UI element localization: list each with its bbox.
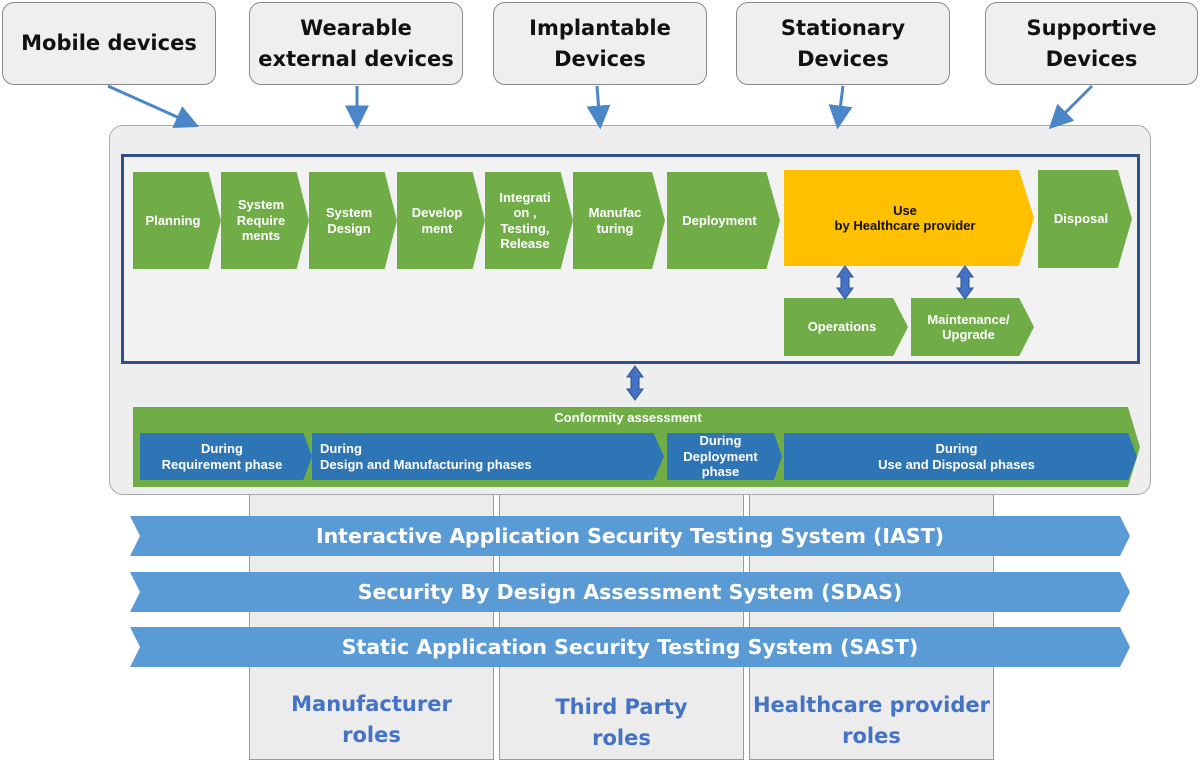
conformity-use-disposal-phases: During Use and Disposal phases	[784, 433, 1137, 480]
device-supportive: Supportive Devices	[985, 2, 1198, 85]
device-mobile: Mobile devices	[2, 2, 216, 85]
system-sast: Static Application Security Testing Syst…	[130, 627, 1130, 667]
phase-system-requirements: System Require ments	[221, 172, 309, 269]
arrow-supportive-to-panel	[1048, 84, 1094, 130]
device-implantable: Implantable Devices	[493, 2, 707, 85]
conformity-assessment-title: Conformity assessment	[554, 410, 702, 425]
subphase-maintenance-upgrade: Maintenance/ Upgrade	[911, 298, 1034, 356]
phase-manufacturing: Manufac turing	[573, 172, 665, 269]
conformity-design-manufacturing-label: During Design and Manufacturing phases	[320, 441, 532, 472]
arrow-mobile-to-panel	[107, 84, 200, 128]
arrow-implantable-to-panel	[586, 85, 611, 130]
role-label-third-party: Third Party roles	[555, 695, 688, 750]
phase-planning: Planning	[133, 172, 221, 269]
phase-integration-testing-release: Integrati on , Testing, Release	[485, 172, 573, 269]
role-label-manufacturer: Manufacturer roles	[291, 692, 452, 747]
phase-disposal: Disposal	[1038, 170, 1132, 268]
phase-system-design: System Design	[309, 172, 397, 269]
device-stationary: Stationary Devices	[736, 2, 950, 85]
conformity-requirement-phase: During Requirement phase	[140, 433, 312, 480]
conformity-deployment-phase: During Deployment phase	[667, 433, 782, 480]
device-wearable: Wearable external devices	[249, 2, 463, 85]
conformity-design-manufacturing-phases: During Design and Manufacturing phases	[312, 433, 664, 480]
role-label-healthcare-provider: Healthcare provider roles	[752, 693, 991, 748]
system-sdas: Security By Design Assessment System (SD…	[130, 572, 1130, 612]
phase-use-by-healthcare-provider: Use by Healthcare provider	[784, 170, 1034, 266]
phase-deployment: Deployment	[667, 172, 780, 269]
subphase-operations: Operations	[784, 298, 908, 356]
arrow-stationary-to-panel	[828, 85, 853, 130]
system-iast: Interactive Application Security Testing…	[130, 516, 1130, 556]
phase-development: Develop ment	[397, 172, 485, 269]
